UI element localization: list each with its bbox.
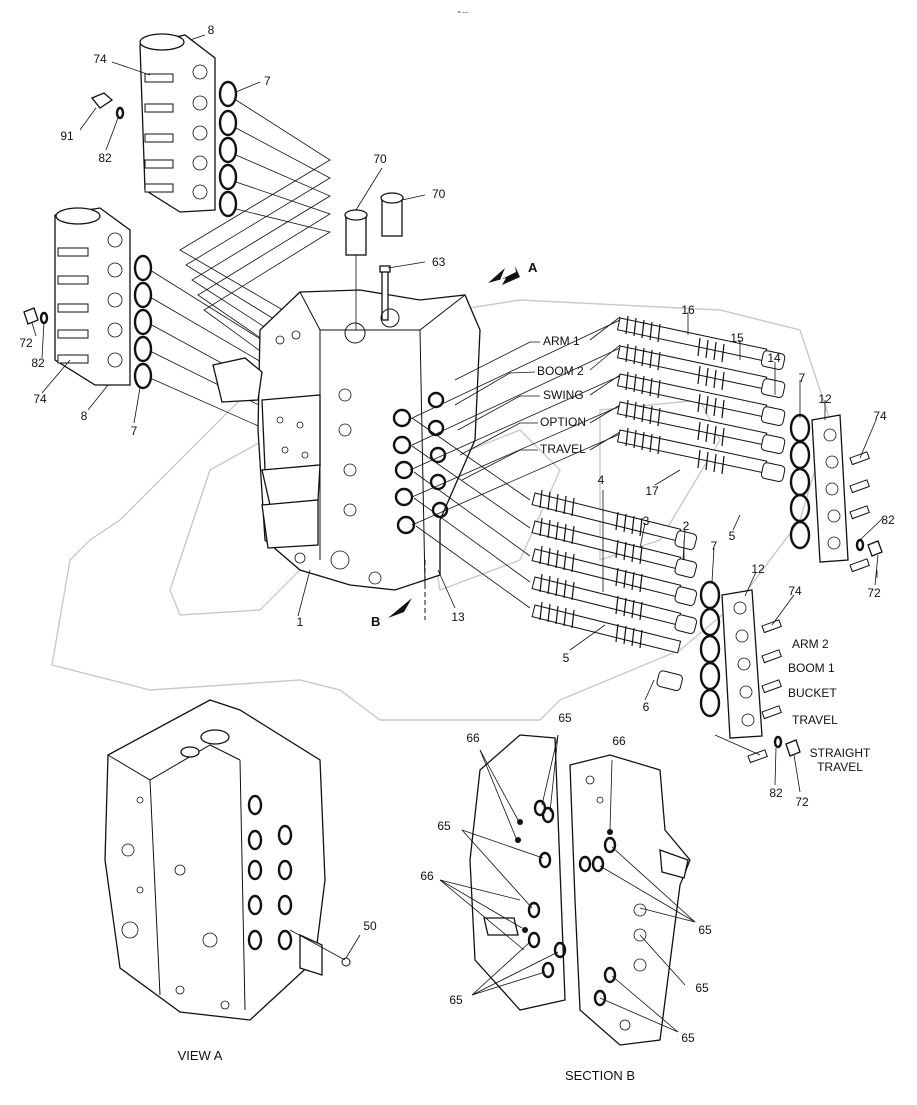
part-label-72: 72 <box>795 795 809 809</box>
section-b-drawing <box>439 734 696 1046</box>
part-label-65: 65 <box>698 923 712 937</box>
part-label-4: 4 <box>598 473 605 487</box>
part-label-63: 63 <box>432 255 446 269</box>
main-valve-body <box>212 192 520 620</box>
captions: VIEW A SECTION B <box>178 1048 635 1083</box>
spool-label-bucket: BUCKET <box>788 686 837 700</box>
spool-label-arm-2: ARM 2 <box>792 637 829 651</box>
part-label-15: 15 <box>730 331 744 345</box>
part-label-72: 72 <box>19 336 33 350</box>
spool-label-boom-2: BOOM 2 <box>537 364 584 378</box>
straight-travel-label: STRAIGHT TRAVEL <box>810 746 871 774</box>
part-label-5: 5 <box>729 529 736 543</box>
part-label-65: 65 <box>437 819 451 833</box>
spool-label-arm-1: ARM 1 <box>543 334 580 348</box>
part-label-74: 74 <box>93 52 107 66</box>
caption-section-b: SECTION B <box>565 1068 635 1083</box>
part-label-66: 66 <box>612 734 626 748</box>
part-label-5: 5 <box>563 651 570 665</box>
part-label-74: 74 <box>873 409 887 423</box>
part-label-12: 12 <box>818 392 832 406</box>
spool-label-leaders <box>407 316 621 609</box>
part-label-7: 7 <box>264 74 271 88</box>
straight-travel-line-2: TRAVEL <box>817 760 863 774</box>
part-label-72: 72 <box>867 586 881 600</box>
upper-spools <box>616 315 883 573</box>
part-label-6: 6 <box>643 700 650 714</box>
view-a-drawing <box>104 699 361 1021</box>
part-label-8: 8 <box>208 23 215 37</box>
part-label-7: 7 <box>799 371 806 385</box>
part-label-91: 91 <box>60 129 74 143</box>
part-label-66: 66 <box>466 731 480 745</box>
spool-label-swing: SWING <box>543 388 584 402</box>
callout-leaders <box>31 34 884 793</box>
header-mark: ≈ --- <box>458 10 469 16</box>
part-label-2: 2 <box>683 519 690 533</box>
part-label-65: 65 <box>449 993 463 1007</box>
spool-label-travel: TRAVEL <box>792 713 838 727</box>
part-label-70: 70 <box>432 187 446 201</box>
view-marker-b: B <box>371 614 380 629</box>
o-rings-upper <box>218 80 238 218</box>
spool-label-boom-1: BOOM 1 <box>788 661 835 675</box>
part-label-70: 70 <box>373 152 387 166</box>
part-label-74: 74 <box>33 392 47 406</box>
part-label-7: 7 <box>711 539 718 553</box>
part-label-65: 65 <box>681 1031 695 1045</box>
part-label-14: 14 <box>767 351 781 365</box>
part-label-82: 82 <box>881 513 895 527</box>
part-label-12: 12 <box>751 562 765 576</box>
part-label-65: 65 <box>558 711 572 725</box>
spool-labels-upper: ARM 1 BOOM 2 SWING OPTION TRAVEL <box>537 334 586 456</box>
part-label-7: 7 <box>131 424 138 438</box>
spool-label-option: OPTION <box>540 415 586 429</box>
part-label-82: 82 <box>98 151 112 165</box>
part-label-17: 17 <box>645 484 659 498</box>
part-label-74: 74 <box>788 584 802 598</box>
pilot-cover-upper <box>90 33 332 381</box>
pilot-cover-lower <box>23 207 291 441</box>
bolts-upper <box>144 73 174 193</box>
straight-travel-line-1: STRAIGHT <box>810 746 871 760</box>
caption-view-a: VIEW A <box>178 1048 223 1063</box>
part-label-50: 50 <box>363 919 377 933</box>
view-marker-a: A <box>528 260 538 275</box>
part-label-65: 65 <box>695 981 709 995</box>
part-label-1: 1 <box>297 615 304 629</box>
part-label-16: 16 <box>681 303 695 317</box>
spool-labels-lower: ARM 2 BOOM 1 BUCKET TRAVEL <box>788 637 838 727</box>
part-label-8: 8 <box>81 409 88 423</box>
part-number-labels: 8 74 7 91 82 70 70 63 72 82 74 8 7 1 13 … <box>19 23 895 1045</box>
o-rings-left <box>133 254 153 390</box>
spool-label-travel: TRAVEL <box>540 442 586 456</box>
part-label-82: 82 <box>769 786 783 800</box>
part-label-3: 3 <box>643 514 650 528</box>
view-markers: A B <box>371 260 538 629</box>
part-label-82: 82 <box>31 356 45 370</box>
lower-spools <box>531 489 801 764</box>
part-label-66: 66 <box>420 869 434 883</box>
part-label-13: 13 <box>451 610 465 624</box>
